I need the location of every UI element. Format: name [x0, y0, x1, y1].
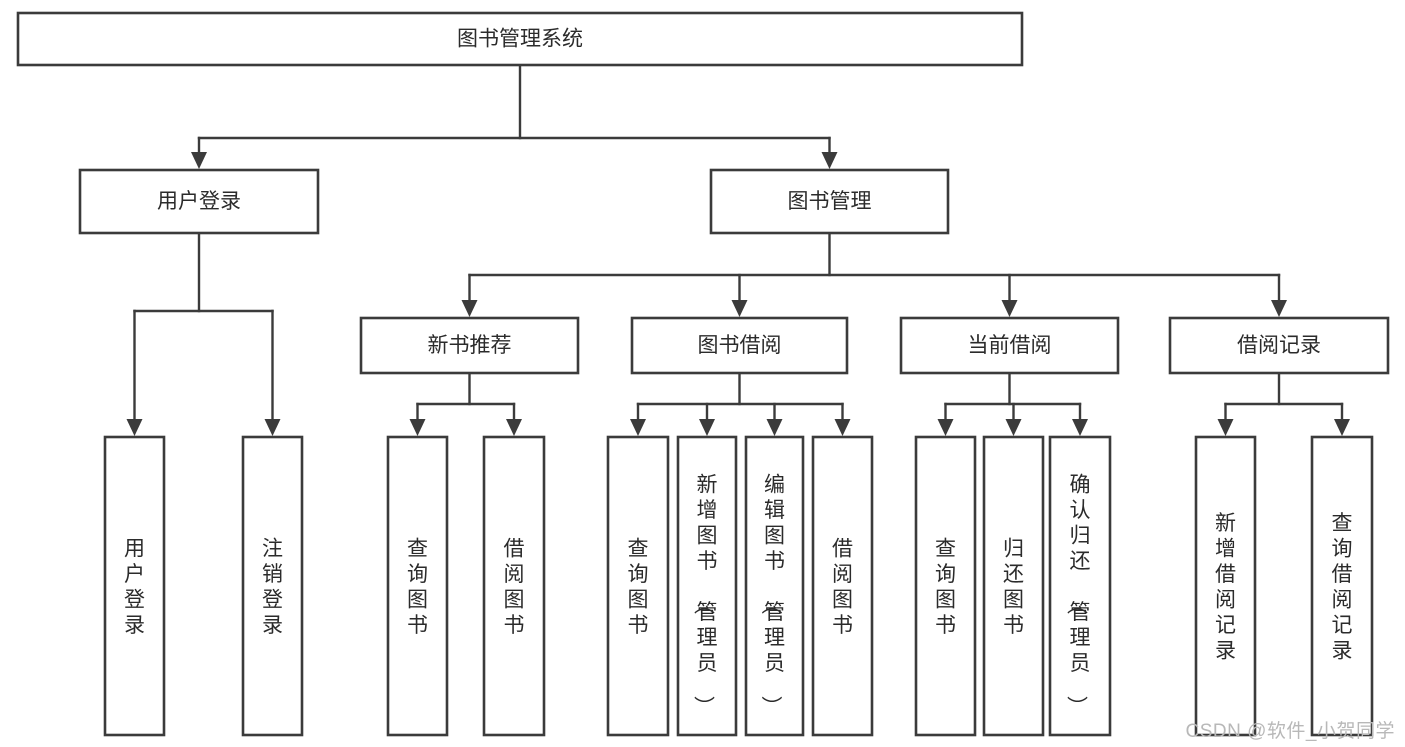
- node-leaf-query-record[interactable]: 查询借阅记录: [1310, 435, 1374, 737]
- node-label: 图书借阅: [698, 334, 782, 357]
- node-borrow-record[interactable]: 借阅记录: [1168, 316, 1390, 375]
- node-box[interactable]: [1048, 435, 1112, 737]
- node-box[interactable]: [241, 435, 304, 737]
- arrow-head: [731, 300, 748, 317]
- arrow-head: [1005, 419, 1022, 436]
- node-root[interactable]: 图书管理系统: [16, 11, 1024, 67]
- arrow-head: [191, 152, 207, 169]
- node-leaf-confirm-return[interactable]: 确认归还（管理员）: [1048, 435, 1112, 737]
- arrow-head: [1217, 419, 1234, 436]
- node-new-book-rec[interactable]: 新书推荐: [359, 316, 580, 375]
- node-leaf-query-book-1[interactable]: 查询图书: [386, 435, 449, 737]
- node-box[interactable]: [1310, 435, 1374, 737]
- node-label: 注销登录: [262, 537, 283, 637]
- node-label: 用户登录: [157, 190, 241, 213]
- node-label: 图书管理: [788, 190, 872, 213]
- node-box[interactable]: [676, 435, 738, 737]
- node-box[interactable]: [899, 316, 1120, 375]
- node-box[interactable]: [982, 435, 1045, 737]
- node-box[interactable]: [811, 435, 874, 737]
- arrow-head: [264, 419, 281, 436]
- node-label: 当前借阅: [968, 334, 1052, 357]
- arrow-head: [766, 419, 783, 436]
- node-box[interactable]: [1168, 316, 1390, 375]
- node-label: 查询图书: [628, 537, 649, 637]
- node-book-borrow[interactable]: 图书借阅: [630, 316, 849, 375]
- node-label: 查询借阅记录: [1332, 512, 1353, 663]
- node-label: 归还图书: [1003, 537, 1024, 637]
- node-label: 借阅记录: [1237, 334, 1321, 357]
- node-label: 图书管理系统: [457, 28, 583, 51]
- node-current-borrow[interactable]: 当前借阅: [899, 316, 1120, 375]
- node-box[interactable]: [630, 316, 849, 375]
- node-leaf-borrow-book-1[interactable]: 借阅图书: [482, 435, 546, 737]
- node-book-manage[interactable]: 图书管理: [709, 168, 950, 235]
- node-leaf-query-book-3[interactable]: 查询图书: [914, 435, 977, 737]
- node-box[interactable]: [709, 168, 950, 235]
- node-box[interactable]: [482, 435, 546, 737]
- node-leaf-add-book[interactable]: 新增图书（管理员）: [676, 435, 738, 737]
- node-layer: 图书管理系统用户登录图书管理新书推荐图书借阅当前借阅借阅记录用户登录注销登录查询…: [16, 11, 1390, 737]
- arrow-head: [937, 419, 954, 436]
- node-label: 借阅图书: [832, 537, 853, 637]
- node-label: 查询图书: [935, 537, 956, 637]
- node-leaf-edit-book[interactable]: 编辑图书（管理员）: [744, 435, 805, 737]
- node-box[interactable]: [914, 435, 977, 737]
- node-leaf-user-login[interactable]: 用户登录: [103, 435, 166, 737]
- node-leaf-return-book[interactable]: 归还图书: [982, 435, 1045, 737]
- arrow-head: [1334, 419, 1350, 436]
- arrow-head: [1072, 419, 1088, 436]
- node-label: 编辑图书（管理员）: [759, 474, 785, 717]
- connector-layer: [126, 63, 1350, 436]
- node-box[interactable]: [359, 316, 580, 375]
- node-box[interactable]: [103, 435, 166, 737]
- node-leaf-logout[interactable]: 注销登录: [241, 435, 304, 737]
- node-label: 借阅图书: [504, 537, 525, 637]
- node-leaf-query-book-2[interactable]: 查询图书: [606, 435, 670, 737]
- node-label: 新增借阅记录: [1215, 512, 1236, 663]
- node-box[interactable]: [1194, 435, 1257, 737]
- arrow-head: [1001, 300, 1018, 317]
- arrow-head: [126, 419, 143, 436]
- node-label: 用户登录: [124, 537, 145, 637]
- arrow-head: [630, 419, 646, 436]
- arrow-head: [821, 152, 838, 169]
- node-leaf-borrow-book-2[interactable]: 借阅图书: [811, 435, 874, 737]
- node-box[interactable]: [744, 435, 805, 737]
- node-label: 确认归还（管理员）: [1065, 474, 1091, 717]
- node-box[interactable]: [606, 435, 670, 737]
- node-label: 新增图书（管理员）: [692, 474, 718, 717]
- node-box[interactable]: [16, 11, 1024, 67]
- arrow-head: [409, 419, 426, 436]
- node-box[interactable]: [78, 168, 320, 235]
- node-box[interactable]: [386, 435, 449, 737]
- node-label: 查询图书: [407, 537, 428, 637]
- arrow-head: [699, 419, 715, 436]
- node-leaf-add-record[interactable]: 新增借阅记录: [1194, 435, 1257, 737]
- node-user-login[interactable]: 用户登录: [78, 168, 320, 235]
- arrow-head: [1271, 300, 1287, 317]
- node-label: 新书推荐: [428, 334, 512, 357]
- arrow-head: [506, 419, 522, 436]
- arrow-head: [461, 300, 478, 317]
- arrow-head: [834, 419, 851, 436]
